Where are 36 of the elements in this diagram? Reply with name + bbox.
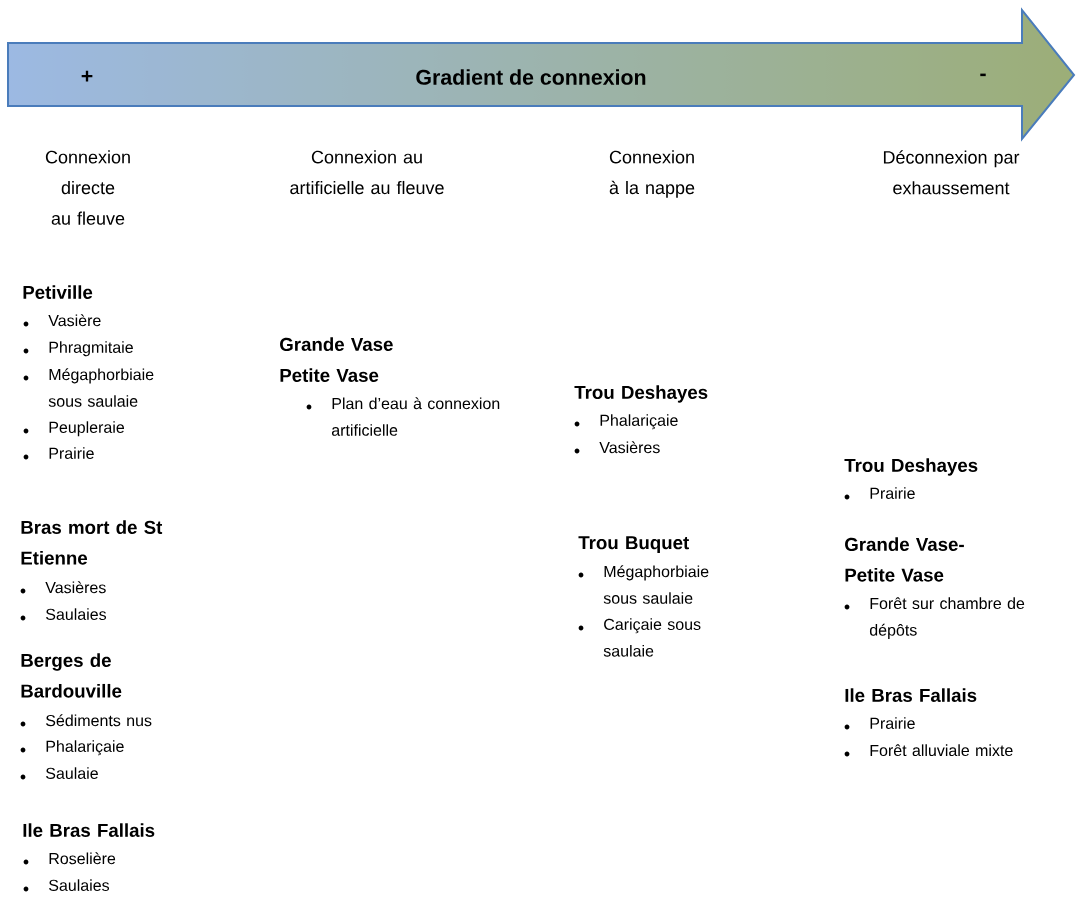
list-item: Mégaphorbiaie sous saulaie <box>23 368 154 407</box>
site-name: Grande Vase <box>280 337 393 351</box>
minus-sign: - <box>980 73 986 77</box>
list-item: Plan d’eau à connexion artificielle <box>306 397 500 436</box>
list-item: Sédiments nus <box>20 714 152 727</box>
site-name: Ile Bras Fallais <box>23 823 155 837</box>
list-item: Saulaies <box>23 879 110 892</box>
list-item: Vasière <box>23 314 101 327</box>
list-item: Mégaphorbiaie sous saulaie <box>578 565 709 604</box>
list-item: Vasières <box>574 441 660 454</box>
site-name: Ile Bras Fallais <box>845 688 977 702</box>
list-item: Roselière <box>23 852 116 865</box>
arrow-title: Gradient de connexion <box>416 69 646 85</box>
list-item: Cariçaie sous saulaie <box>578 618 701 657</box>
list-item: Prairie <box>844 717 915 730</box>
site-name: Petiville <box>23 285 93 299</box>
list-item: Phalariçaie <box>20 740 124 756</box>
plus-sign: + <box>81 70 93 82</box>
list-item: Saulaie <box>20 767 98 780</box>
site-name: Petite Vase <box>280 368 379 382</box>
gradient-arrow <box>7 7 1076 142</box>
list-item: Peupleraie <box>23 421 125 437</box>
list-item: Forêt alluviale mixte <box>844 744 1013 757</box>
site-name: Bras mort de St Etienne <box>21 520 163 565</box>
list-item: Phragmitaie <box>23 341 133 357</box>
list-item: Vasières <box>20 581 106 594</box>
list-item: Forêt sur chambre de dépôts <box>844 597 1025 639</box>
site-name: Trou Buquet <box>578 536 689 553</box>
list-item: Prairie <box>844 487 915 500</box>
list-item: Phalariçaie <box>574 414 678 430</box>
site-name: Berges de Bardouville <box>21 653 122 698</box>
site-name: Trou Deshayes <box>844 458 978 476</box>
list-item: Prairie <box>23 447 94 460</box>
list-item: Saulaies <box>20 608 107 621</box>
site-name: Grande Vase-Petite Vase <box>845 537 964 582</box>
site-name: Trou Deshayes <box>574 385 708 403</box>
